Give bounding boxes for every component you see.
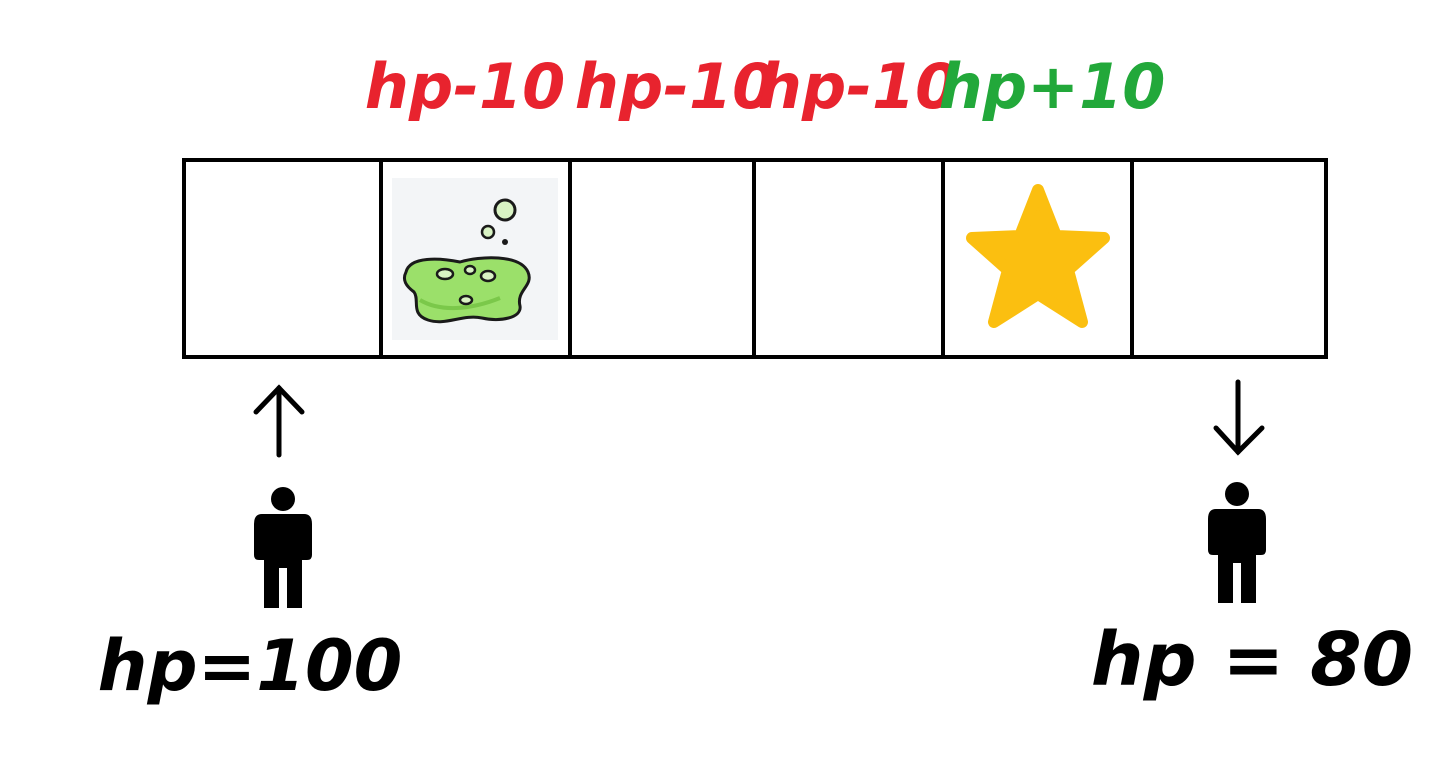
end-hp-label: hp = 80 bbox=[1091, 617, 1413, 703]
effect-label-1: hp-10 bbox=[365, 50, 566, 123]
effect-label-3: hp-10 bbox=[758, 50, 959, 123]
start-hp-label: hp=100 bbox=[98, 625, 403, 707]
track-cell-3 bbox=[568, 158, 756, 359]
cell-track bbox=[182, 158, 1328, 359]
track-cell-6 bbox=[1130, 158, 1328, 359]
person-icon bbox=[1208, 482, 1266, 603]
up-arrow-icon bbox=[253, 384, 305, 458]
down-arrow-icon bbox=[1213, 379, 1265, 456]
track-cell-1 bbox=[182, 158, 383, 359]
track-cell-4 bbox=[752, 158, 945, 359]
acid-puddle-icon bbox=[392, 178, 558, 340]
effect-label-4: hp+10 bbox=[939, 50, 1166, 123]
star-icon bbox=[966, 184, 1110, 328]
end-marker: hp = 80 bbox=[1091, 379, 1413, 703]
person-icon bbox=[254, 487, 312, 608]
start-marker: hp=100 bbox=[98, 384, 403, 707]
effect-label-2: hp-10 bbox=[575, 50, 776, 123]
effect-labels: hp-10 hp-10 hp-10 hp+10 bbox=[365, 50, 1166, 123]
